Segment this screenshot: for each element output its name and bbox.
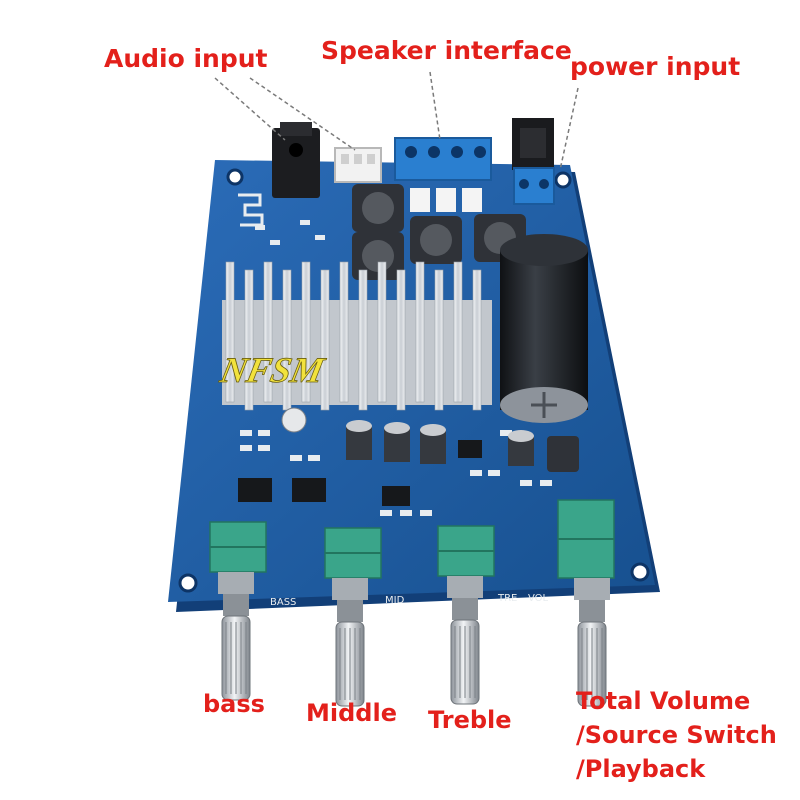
- heatsink-fin: [472, 269, 482, 411]
- pot-shaft-collar: [579, 600, 605, 622]
- heatsink-fin: [453, 261, 463, 403]
- filter-capacitor: [500, 234, 588, 423]
- heatsink: [222, 261, 492, 411]
- silk-mid: MID: [385, 595, 405, 606]
- pot-shaft-collar: [337, 600, 363, 622]
- aux-header-connector: [334, 147, 382, 183]
- silk-bass: BASS: [270, 597, 296, 608]
- heatsink-fin: [339, 261, 349, 403]
- heatsink-fin: [377, 261, 387, 403]
- label-middle: Middle: [306, 699, 397, 727]
- leader-audio-jack: [214, 77, 286, 141]
- ic-chips: [238, 440, 482, 506]
- label-audio-input: Audio input: [104, 44, 268, 73]
- label-total-volume-line-1: Total Volume: [576, 687, 751, 715]
- smd-components: [240, 220, 592, 516]
- label-treble: Treble: [428, 706, 512, 734]
- label-speaker-interface: Speaker interface: [321, 36, 572, 65]
- heatsink-fin: [301, 261, 311, 403]
- heatsink-fin: [434, 269, 444, 411]
- bluetooth-antenna: [238, 193, 264, 227]
- heatsink-fin: [320, 269, 330, 411]
- pot-nut: [447, 576, 483, 598]
- label-total-volume-line-3: /Playback: [576, 755, 706, 783]
- callout-leaders: [214, 71, 579, 171]
- label-total-volume: Total Volume /Source Switch /Playback: [576, 684, 777, 786]
- pot-nut: [332, 578, 368, 600]
- pot-shaft-collar: [223, 594, 249, 616]
- label-bass: bass: [203, 690, 265, 718]
- small-capacitors: [281, 407, 579, 472]
- pot-bass: [209, 521, 267, 701]
- leader-aux-header: [249, 77, 356, 151]
- pot-volume: [557, 499, 615, 707]
- watermark: NFSM: [216, 350, 329, 390]
- audio-jack: [272, 122, 320, 198]
- label-total-volume-line-2: /Source Switch: [576, 721, 777, 749]
- silk-treble: TRE: [497, 593, 517, 604]
- heatsink-fin: [244, 269, 254, 411]
- pot-nut: [218, 572, 254, 594]
- mounting-holes: [178, 168, 650, 593]
- pot-treble: [437, 525, 495, 705]
- dc-power-jack: [512, 118, 555, 205]
- speaker-terminal-block: [394, 137, 492, 181]
- pot-nut: [574, 578, 610, 600]
- pot-middle: [324, 527, 382, 707]
- potentiometers: [209, 499, 615, 707]
- heatsink-fin: [396, 269, 406, 411]
- silk-vol: VOL: [528, 593, 549, 604]
- chip-labels: [410, 188, 482, 212]
- heatsink-fin: [358, 269, 368, 411]
- heatsink-fin: [263, 261, 273, 403]
- heatsink-fin: [415, 261, 425, 403]
- inductors: [352, 184, 526, 280]
- label-power-input: power input: [570, 52, 741, 81]
- leader-power: [559, 87, 579, 171]
- heatsink-fin: [225, 261, 235, 403]
- leader-speaker: [429, 71, 441, 141]
- pot-shaft-collar: [452, 598, 478, 620]
